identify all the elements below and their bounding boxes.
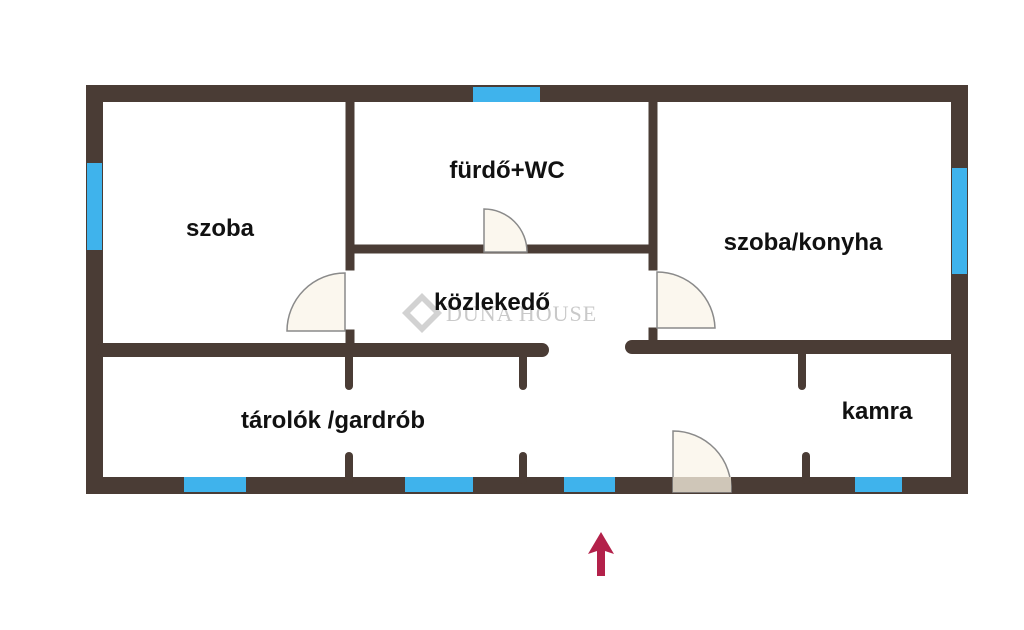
window-bottom-2 xyxy=(405,477,473,492)
label-kozlekedo: közlekedő xyxy=(434,289,550,316)
windows xyxy=(87,87,967,492)
window-top xyxy=(473,87,540,102)
window-left xyxy=(87,163,102,250)
window-bottom-1 xyxy=(184,477,246,492)
label-szoba: szoba xyxy=(186,215,255,242)
room-labels: szoba fürdő+WC szoba/konyha közlekedő tá… xyxy=(186,157,913,434)
wall-szoba-lower xyxy=(345,329,355,345)
wall-szoba-furdo xyxy=(345,94,355,271)
wall-furdo-right xyxy=(648,94,658,271)
door-szoba-konyha xyxy=(656,271,716,329)
doors xyxy=(286,208,732,493)
up-arrow-icon xyxy=(588,532,614,576)
label-furdo-wc: fürdő+WC xyxy=(449,157,564,184)
watermark: DUNA HOUSE xyxy=(402,293,597,333)
window-bottom-3 xyxy=(564,477,615,492)
watermark-text: DUNA HOUSE xyxy=(446,301,597,326)
door-szoba xyxy=(286,272,346,332)
duna-house-logo-icon xyxy=(402,293,442,333)
window-right xyxy=(952,168,967,274)
label-kamra: kamra xyxy=(842,398,913,425)
interior-walls xyxy=(96,94,965,484)
door-furdo xyxy=(483,208,528,253)
wall-left xyxy=(86,85,103,494)
wall-bottom xyxy=(86,477,968,494)
label-tarolok-gardrob: tárolók /gardrób xyxy=(241,407,425,434)
label-szoba-konyha: szoba/konyha xyxy=(724,229,883,256)
wall-right xyxy=(951,85,968,494)
window-bottom-4 xyxy=(855,477,902,492)
door-entrance-threshold xyxy=(673,477,731,492)
